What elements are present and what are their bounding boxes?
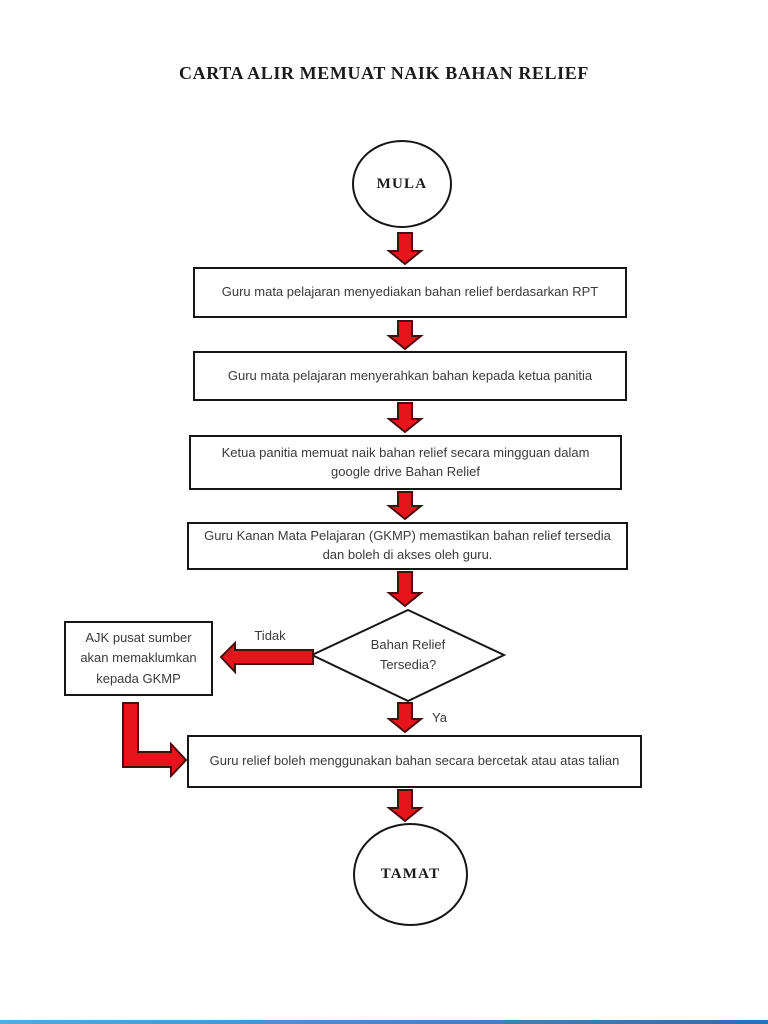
arrow-step4-to-decision: [386, 571, 424, 608]
process-step-4: Guru Kanan Mata Pelajaran (GKMP) memasti…: [187, 522, 628, 570]
end-node: TAMAT: [353, 823, 468, 926]
arrow-step1-to-step2: [386, 320, 424, 351]
process-step-2: Guru mata pelajaran menyerahkan bahan ke…: [193, 351, 627, 401]
arrow-nobranch-to-step5: [122, 702, 188, 779]
start-node: MULA: [352, 140, 452, 228]
arrow-start-to-step1: [386, 232, 424, 266]
process-step-1: Guru mata pelajaran menyediakan bahan re…: [193, 267, 627, 318]
branch-label-no: Tidak: [254, 628, 286, 643]
no-branch-box: AJK pusat sumber akan memaklumkan kepada…: [64, 621, 213, 696]
page-title: CARTA ALIR MEMUAT NAIK BAHAN RELIEF: [179, 63, 589, 83]
process-step-5: Guru relief boleh menggunakan bahan seca…: [187, 735, 642, 788]
decision-diamond: [309, 608, 507, 703]
arrow-step3-to-step4: [386, 491, 424, 521]
arrow-step2-to-step3: [386, 402, 424, 434]
arrow-step5-to-end: [386, 789, 424, 823]
process-step-3: Ketua panitia memuat naik bahan relief s…: [189, 435, 622, 490]
decision-label: Bahan Relief Tersedia?: [370, 636, 446, 672]
arrow-decision-yes: [386, 702, 424, 734]
arrow-decision-no: [219, 640, 314, 675]
branch-label-yes: Ya: [432, 710, 447, 725]
footer-accent-bar: [0, 1020, 768, 1024]
